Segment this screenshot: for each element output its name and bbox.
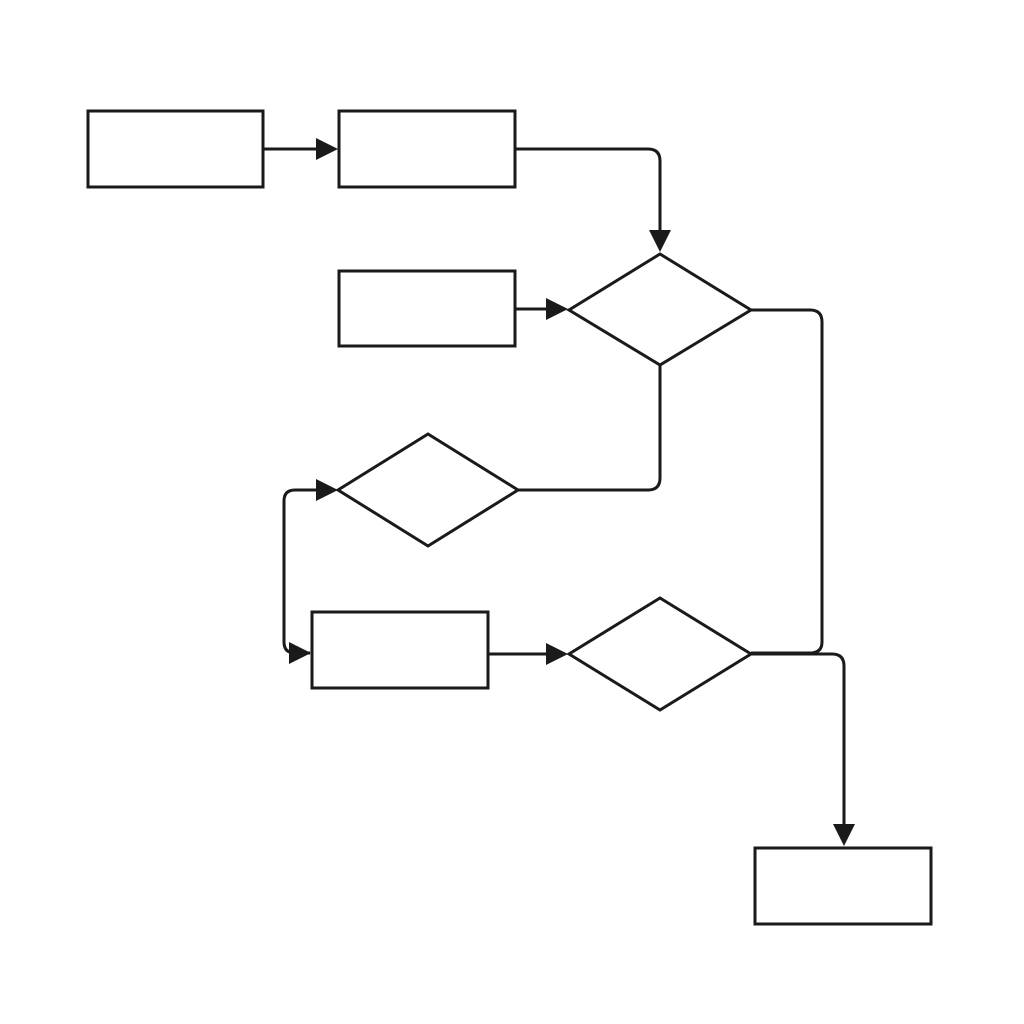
arrowhead-process-2 <box>316 138 338 160</box>
decision-1-diamond[interactable] <box>566 252 754 367</box>
edge-process-2-to-decision-1 <box>515 147 662 232</box>
arrowhead-decision-2-left <box>316 479 338 501</box>
nodes <box>86 109 933 926</box>
decision-3-diamond[interactable] <box>566 596 754 712</box>
edge-decision-1-to-decision-2 <box>518 364 662 492</box>
arrowhead-process-3-left <box>289 642 311 664</box>
arrowhead-decision-3-left <box>546 643 568 665</box>
edges <box>263 138 855 846</box>
end-process-box[interactable] <box>753 846 933 926</box>
input-1-box[interactable] <box>337 269 517 348</box>
process-2-box[interactable] <box>337 109 517 189</box>
arrowhead-end-process-top <box>833 824 855 846</box>
arrowhead-decision-1-top <box>649 230 671 252</box>
decision-2-diamond[interactable] <box>335 432 521 548</box>
edge-decision-1-to-decision-3 <box>751 308 824 655</box>
edge-decision-3-to-end-process <box>751 652 846 826</box>
arrowhead-decision-1-left <box>546 298 568 320</box>
process-3-box[interactable] <box>310 610 490 690</box>
process-1-box[interactable] <box>86 109 265 189</box>
